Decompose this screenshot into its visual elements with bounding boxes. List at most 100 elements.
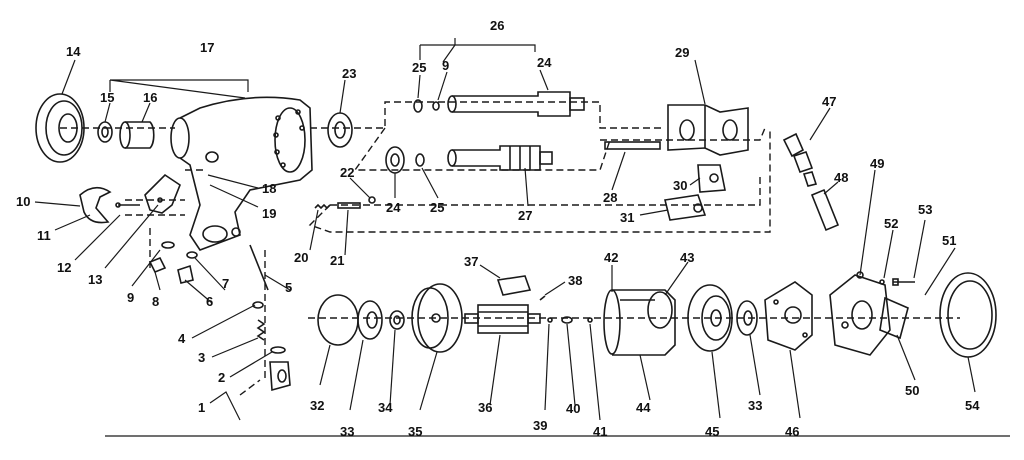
part-23-washer xyxy=(327,112,353,148)
label-15: 15 xyxy=(100,90,114,105)
label-12: 12 xyxy=(57,260,71,275)
part-54-boot xyxy=(939,272,997,358)
part-7-washer xyxy=(186,251,198,259)
label-25-upper: 25 xyxy=(412,60,426,75)
part-27-shaft xyxy=(447,145,553,171)
part-47-fitting xyxy=(782,132,818,187)
part-41-seal xyxy=(587,317,593,323)
part-25-ring-upper xyxy=(413,99,423,113)
label-26: 26 xyxy=(490,18,504,33)
label-39: 39 xyxy=(533,418,547,433)
part-40-spacer xyxy=(561,316,573,324)
part-32-o-ring xyxy=(317,294,359,346)
label-5: 5 xyxy=(285,280,292,295)
label-10: 10 xyxy=(16,194,30,209)
label-21: 21 xyxy=(330,253,344,268)
label-47: 47 xyxy=(822,94,836,109)
label-23: 23 xyxy=(342,66,356,81)
part-16-sleeve xyxy=(119,121,155,149)
label-9-upper: 9 xyxy=(442,58,449,73)
label-48: 48 xyxy=(834,170,848,185)
label-40: 40 xyxy=(566,401,580,416)
part-14-end-cap xyxy=(35,93,85,163)
label-14: 14 xyxy=(66,44,81,59)
label-42: 42 xyxy=(604,250,618,265)
label-1: 1 xyxy=(198,400,205,415)
label-16: 16 xyxy=(143,90,157,105)
part-11-trigger-lever xyxy=(79,186,112,224)
leader-lines xyxy=(34,38,976,421)
part-29-bracket xyxy=(667,104,749,156)
part-28-rod xyxy=(604,141,661,150)
part-45-end-plate xyxy=(687,284,733,352)
label-29: 29 xyxy=(675,45,689,60)
part-34-ring xyxy=(389,310,405,330)
part-38-pin xyxy=(539,295,546,301)
part-25-ring xyxy=(415,153,425,167)
label-41: 41 xyxy=(593,424,607,439)
part-13-trigger xyxy=(144,173,181,214)
label-24-upper: 24 xyxy=(537,55,552,70)
part-12-pin xyxy=(115,202,140,208)
part-39-key xyxy=(547,317,553,323)
label-45: 45 xyxy=(705,424,719,439)
part-labels: 14 15 16 17 23 26 25 9 24 29 10 11 12 13… xyxy=(16,18,980,439)
label-8: 8 xyxy=(152,294,159,309)
label-52: 52 xyxy=(884,216,898,231)
part-50-anvil xyxy=(879,296,909,340)
part-22-ball xyxy=(368,196,376,204)
label-7: 7 xyxy=(222,276,229,291)
label-46: 46 xyxy=(785,424,799,439)
assembly-guide-lines xyxy=(60,101,960,396)
part-33-bearing-2 xyxy=(736,300,758,336)
part-33-bearing xyxy=(357,300,383,340)
part-9-ring-upper xyxy=(432,101,440,111)
part-36-rotor xyxy=(464,304,541,334)
label-37: 37 xyxy=(464,254,478,269)
label-51: 51 xyxy=(942,233,956,248)
label-6: 6 xyxy=(206,294,213,309)
part-31-block xyxy=(664,194,707,221)
part-4-seat xyxy=(252,301,264,309)
label-19: 19 xyxy=(262,206,276,221)
part-35-end-plate xyxy=(411,283,463,353)
part-24-bushing xyxy=(385,146,405,174)
label-25-lower: 25 xyxy=(430,200,444,215)
part-53-screw xyxy=(892,278,915,286)
label-31: 31 xyxy=(620,210,634,225)
part-21-pin xyxy=(337,202,361,209)
part-2-o-ring xyxy=(270,346,286,354)
label-28: 28 xyxy=(603,190,617,205)
part-52-ball xyxy=(879,279,885,285)
label-33-right: 33 xyxy=(748,398,762,413)
part-8-plug xyxy=(148,256,167,274)
part-20-spring xyxy=(314,203,331,210)
label-27: 27 xyxy=(518,208,532,223)
label-20: 20 xyxy=(294,250,308,265)
label-3: 3 xyxy=(198,350,205,365)
part-44-cylinder xyxy=(603,289,676,356)
part-48-pin xyxy=(810,188,840,232)
label-30: 30 xyxy=(673,178,687,193)
part-17-housing xyxy=(170,96,313,251)
label-36: 36 xyxy=(478,400,492,415)
label-33: 33 xyxy=(340,424,354,439)
part-24-shaft xyxy=(447,91,585,117)
label-53: 53 xyxy=(918,202,932,217)
label-13: 13 xyxy=(88,272,102,287)
label-43: 43 xyxy=(680,250,694,265)
part-30-block xyxy=(697,164,726,193)
label-11: 11 xyxy=(37,228,51,243)
part-3-spring xyxy=(256,319,266,341)
part-1-inlet xyxy=(269,361,291,392)
label-49: 49 xyxy=(870,156,884,171)
label-24-lower: 24 xyxy=(386,200,401,215)
label-44: 44 xyxy=(636,400,651,415)
label-54: 54 xyxy=(965,398,980,413)
part-9-o-ring xyxy=(161,241,175,249)
label-35: 35 xyxy=(408,424,422,439)
label-17: 17 xyxy=(200,40,214,55)
part-6-nut xyxy=(177,264,194,284)
